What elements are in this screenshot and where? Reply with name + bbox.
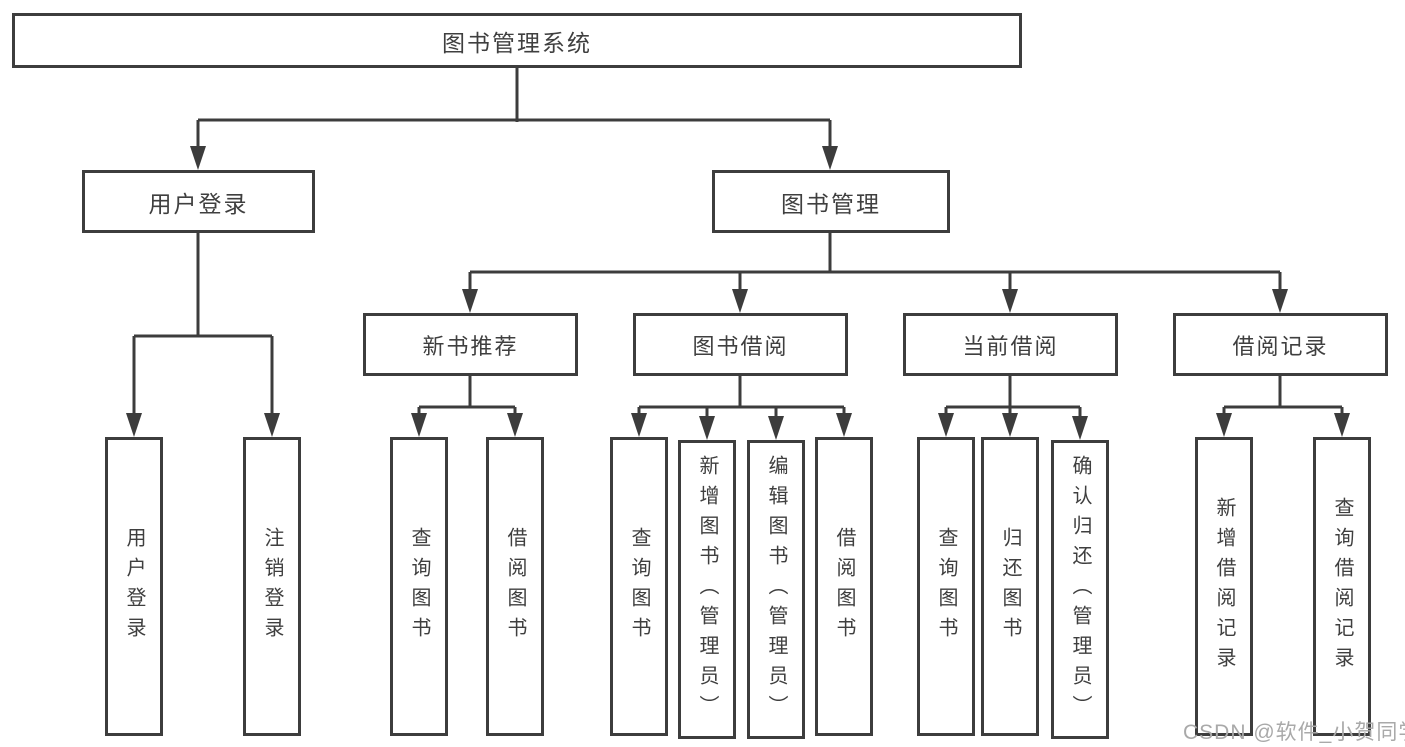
- leaf-add-borrow-record-label: 新增借阅记录: [1213, 496, 1235, 677]
- arrowhead: [836, 413, 852, 437]
- node-library-management-system-label: 图书管理系统: [442, 29, 592, 56]
- leaf-return-books: 归还图书: [981, 437, 1039, 736]
- node-book-management-label: 图书管理: [781, 190, 881, 217]
- node-book-management: 图书管理: [712, 170, 950, 233]
- arrowhead: [1216, 413, 1232, 437]
- arrowhead: [631, 413, 647, 437]
- leaf-user-login: 用户登录: [105, 437, 163, 736]
- leaf-borrow-books-borrowing-label: 借阅图书: [833, 526, 855, 647]
- leaf-return-books-label: 归还图书: [999, 526, 1021, 647]
- csdn-watermark: CSDN @软件_小贺同学: [1183, 721, 1405, 744]
- leaf-confirm-return-admin-label: 确认归还（管理员）: [1069, 454, 1091, 725]
- node-library-management-system: 图书管理系统: [12, 13, 1022, 68]
- leaf-edit-books-admin: 编辑图书（管理员）: [747, 440, 805, 739]
- connector-lines: [132, 68, 1344, 417]
- leaf-user-login-label: 用户登录: [123, 526, 145, 647]
- arrowhead: [411, 413, 427, 437]
- leaf-query-books-borrowing-label: 查询图书: [628, 526, 650, 647]
- arrowhead: [768, 416, 784, 440]
- arrowhead: [1002, 289, 1018, 313]
- leaf-borrow-books-recommend: 借阅图书: [486, 437, 544, 736]
- leaf-query-books-recommend-label: 查询图书: [408, 526, 430, 647]
- leaf-query-borrow-record-label: 查询借阅记录: [1331, 496, 1353, 677]
- node-borrowing-records-label: 借阅记录: [1232, 333, 1329, 359]
- leaf-query-books-recommend: 查询图书: [390, 437, 448, 736]
- arrowhead: [1272, 289, 1288, 313]
- arrowhead: [938, 413, 954, 437]
- leaf-query-books-borrowing: 查询图书: [610, 437, 668, 736]
- node-book-borrowing: 图书借阅: [633, 313, 848, 376]
- arrowhead: [822, 146, 838, 170]
- arrowhead: [1002, 413, 1018, 437]
- node-current-borrowing-label: 当前借阅: [962, 333, 1059, 359]
- arrowhead: [1072, 416, 1088, 440]
- leaf-query-borrow-record: 查询借阅记录: [1313, 437, 1371, 736]
- arrowhead: [126, 413, 142, 437]
- leaf-query-books-current: 查询图书: [917, 437, 975, 736]
- arrowhead: [732, 289, 748, 313]
- node-current-borrowing: 当前借阅: [903, 313, 1118, 376]
- leaf-add-borrow-record: 新增借阅记录: [1195, 437, 1253, 736]
- node-book-borrowing-label: 图书借阅: [692, 333, 789, 359]
- node-user-login: 用户登录: [82, 170, 315, 233]
- leaf-logout: 注销登录: [243, 437, 301, 736]
- leaf-confirm-return-admin: 确认归还（管理员）: [1051, 440, 1109, 739]
- arrowhead: [699, 416, 715, 440]
- leaf-logout-label: 注销登录: [261, 526, 283, 647]
- node-borrowing-records: 借阅记录: [1173, 313, 1388, 376]
- leaf-add-books-admin-label: 新增图书（管理员）: [696, 454, 718, 725]
- node-new-book-recommendation: 新书推荐: [363, 313, 578, 376]
- arrowhead: [264, 413, 280, 437]
- arrowheads: [126, 146, 1350, 440]
- node-new-book-recommendation-label: 新书推荐: [422, 333, 519, 359]
- leaf-edit-books-admin-label: 编辑图书（管理员）: [765, 454, 787, 725]
- arrowhead: [1334, 413, 1350, 437]
- arrowhead: [190, 146, 206, 170]
- leaf-borrow-books-recommend-label: 借阅图书: [504, 526, 526, 647]
- node-user-login-label: 用户登录: [148, 190, 249, 217]
- leaf-add-books-admin: 新增图书（管理员）: [678, 440, 736, 739]
- arrowhead: [507, 413, 523, 437]
- leaf-borrow-books-borrowing: 借阅图书: [815, 437, 873, 736]
- leaf-query-books-current-label: 查询图书: [935, 526, 957, 647]
- arrowhead: [462, 289, 478, 313]
